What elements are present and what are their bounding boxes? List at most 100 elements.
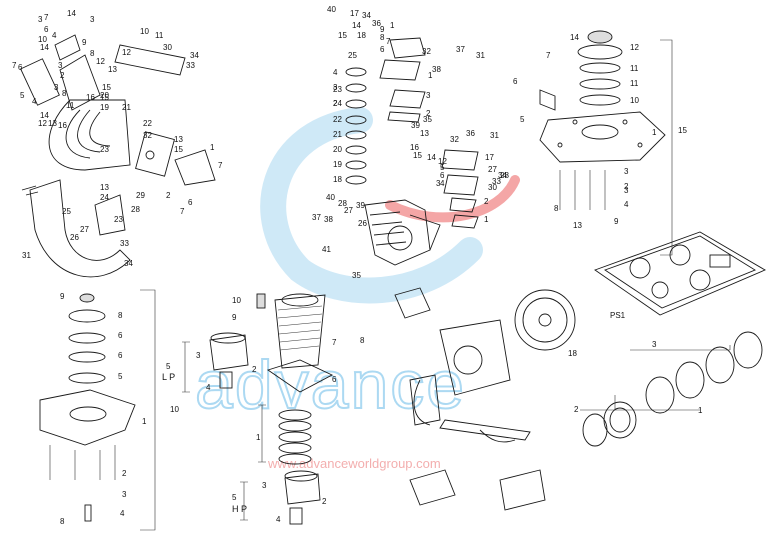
callout: 6 (118, 351, 123, 360)
callout: 3 (624, 186, 629, 195)
gasket-set: PS1 (594, 231, 766, 320)
callout: 13 (48, 119, 57, 128)
callout: 34 (498, 171, 507, 180)
callout: 7 (332, 338, 337, 347)
callout: 15 (102, 83, 111, 92)
callout: 3 (54, 83, 59, 92)
callout: 27 (488, 165, 497, 174)
callout: 5 (20, 91, 25, 100)
callout: 15 (174, 145, 183, 154)
callout: 1 (142, 417, 147, 426)
callout: 15 (100, 93, 109, 102)
callout: 6 (513, 77, 518, 86)
callout: 3 (426, 91, 431, 100)
callout: 14 (427, 153, 436, 162)
callout: 15 (413, 151, 422, 160)
callout: 4 (333, 68, 338, 77)
callout: 33 (186, 61, 195, 70)
callout: 3 (262, 481, 267, 490)
head-assembly-right (539, 30, 673, 256)
watermark: advance www.advanceworldgroup.com (194, 107, 520, 471)
callout: 18 (568, 349, 577, 358)
callout: 37 (456, 45, 465, 54)
callout: 3 (58, 61, 63, 70)
callout: 36 (466, 129, 475, 138)
callout: 39 (411, 121, 420, 130)
callout: 31 (22, 251, 31, 260)
callout: 28 (338, 199, 347, 208)
callout: 17 (485, 153, 494, 162)
callout: 4 (276, 515, 281, 524)
callout: 2 (166, 191, 171, 200)
callout: 41 (322, 245, 331, 254)
callout: 2 (252, 365, 257, 374)
callout: 3 (90, 15, 95, 24)
callout: 3 (436, 179, 441, 188)
watermark-logo-text: advance (195, 347, 466, 423)
callout: 21 (333, 130, 342, 139)
callout: 12 (96, 57, 105, 66)
callout: 1 (698, 406, 703, 415)
callout: 1 (390, 21, 395, 30)
callout: 9 (614, 217, 619, 226)
bottom-left-callouts: 9 8 6 6 5 10 1 2 3 4 8 (60, 292, 179, 526)
callout: 25 (348, 51, 357, 60)
callout: 7 (12, 61, 17, 70)
callout: 28 (500, 171, 509, 180)
callout: 8 (554, 204, 559, 213)
head-valve-stack (345, 37, 479, 266)
callout: 30 (488, 183, 497, 192)
callout: 23 (114, 215, 123, 224)
bracket-label-piston-hp: 5 (232, 493, 237, 502)
callout: 18 (333, 175, 342, 184)
bracket-label-rings: 1 (256, 433, 261, 442)
callout: 4 (206, 383, 211, 392)
callout: 20 (333, 145, 342, 154)
callout: 14 (570, 33, 579, 42)
callout: 16 (58, 121, 67, 130)
callout: 34 (362, 11, 371, 20)
callout: 2 (484, 197, 489, 206)
callout: 24 (333, 99, 342, 108)
callout: 2 (60, 71, 65, 80)
callout: 10 (232, 296, 241, 305)
watermark-url: www.advanceworldgroup.com (267, 456, 441, 471)
callout: 27 (80, 225, 89, 234)
callout: 2 (574, 405, 579, 414)
callout: 11 (630, 64, 639, 73)
lp-head-assembly (39, 289, 156, 531)
callout: 2 (426, 109, 431, 118)
watermark-swoosh-blue (260, 107, 483, 304)
callout: 18 (357, 31, 366, 40)
callout: 13 (573, 221, 582, 230)
callout: 2 (322, 497, 327, 506)
callout: 6 (332, 375, 337, 384)
callout: 8 (380, 33, 385, 42)
callout: 30 (163, 43, 172, 52)
crankcase-group (394, 287, 763, 511)
callout: 14 (40, 111, 49, 120)
hp-label: H P (232, 504, 247, 514)
callout: 1 (652, 128, 657, 137)
callout: 3 (333, 83, 338, 92)
callout: 8 (118, 311, 123, 320)
callout: 4 (120, 509, 125, 518)
callout: 16 (410, 143, 419, 152)
callout: 1 (428, 71, 433, 80)
callout: 23 (100, 145, 109, 154)
callout: 9 (60, 292, 65, 301)
callout: 3 (38, 15, 43, 24)
callout: 4 (440, 179, 445, 188)
callout: 35 (423, 115, 432, 124)
callout: 7 (218, 161, 223, 170)
callout: 7 (386, 37, 391, 46)
callout: 11 (630, 79, 639, 88)
callout: 15 (338, 31, 347, 40)
callout: 6 (188, 198, 193, 207)
callout: 31 (476, 51, 485, 60)
callout: 32 (450, 135, 459, 144)
callout: 25 (62, 207, 71, 216)
callout: 40 (326, 193, 335, 202)
callout: 3 (624, 167, 629, 176)
callout: 5 (440, 163, 445, 172)
